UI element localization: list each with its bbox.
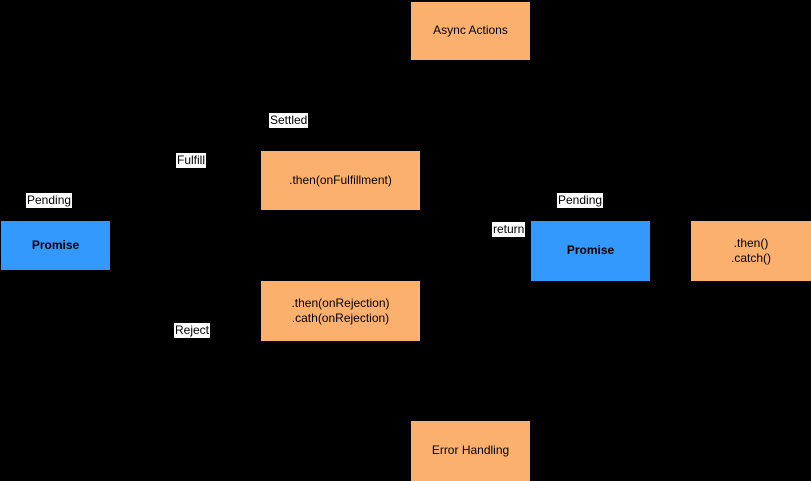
edge-label-settled-text: Settled [270,113,308,127]
edge-label-settled: Settled [269,113,309,128]
node-then-on-rejection-line1: .then(onRejection) [291,295,390,310]
node-async-actions-label: Async Actions [433,23,508,38]
node-promise-right-label: Promise [566,243,615,258]
edge-reject-to-error [369,340,451,422]
node-then-on-fulfillment-label: .then(onFulfillment) [289,172,392,187]
node-then-catch-on-rejection[interactable]: .then(onRejection) .cath(onRejection) [261,281,420,341]
node-async-actions[interactable]: Async Actions [411,2,530,60]
node-then-catch-line1: .then() [733,235,769,250]
edge-promise-to-fulfill [109,179,262,239]
edge-label-fulfill-text: Fulfill [177,153,206,167]
node-error-handling[interactable]: Error Handling [411,421,530,481]
edge-label-reject-text: Reject [175,323,210,337]
edge-promise-to-reject [109,254,262,312]
edge-label-return-text: return [493,222,525,236]
node-promise-left[interactable]: Promise [1,221,110,270]
node-then-catch[interactable]: .then() .catch() [691,221,811,281]
edge-label-pending-left-text: Pending [27,193,72,207]
edge-label-pending-right-text: Pending [558,193,603,207]
edge-label-pending-left: Pending [26,193,73,208]
edge-label-reject: Reject [174,323,211,338]
edge-label-return: return [492,222,526,237]
node-then-on-fulfillment[interactable]: .then(onFulfillment) [261,151,420,210]
node-promise-right[interactable]: Promise [531,221,650,281]
edge-label-pending-right: Pending [557,193,604,208]
node-error-handling-label: Error Handling [431,443,510,458]
edge-fulfill-to-async [339,59,431,152]
node-cath-on-rejection-line2: .cath(onRejection) [291,311,390,325]
node-promise-left-label: Promise [31,237,80,252]
node-then-catch-line2: .catch() [730,251,771,265]
edge-label-fulfill: Fulfill [176,153,207,168]
